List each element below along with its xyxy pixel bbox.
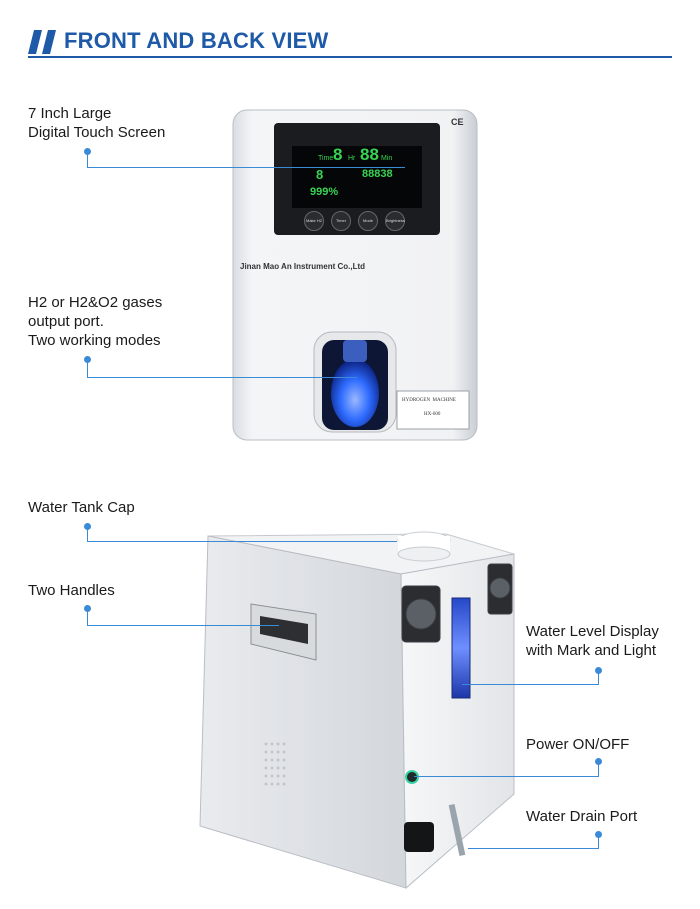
callout-tank-cap: Water Tank Cap [28, 499, 135, 516]
leader-line [598, 670, 599, 684]
leader-line [598, 761, 599, 776]
display-row2-right: 88838 [362, 168, 393, 180]
back-machine-image [199, 531, 515, 890]
display-hr-label: Hr [348, 155, 356, 162]
front-machine-image [232, 109, 478, 441]
display-button-brightness[interactable]: Brightness [385, 211, 405, 231]
header-slash-icon [28, 30, 56, 54]
leader-line [462, 684, 599, 685]
leader-line [468, 848, 599, 849]
leader-line [87, 359, 88, 377]
display-row3-value: 999% [310, 186, 339, 198]
leader-line [87, 541, 397, 542]
display-hour-value: 8 [333, 145, 343, 164]
callout-output-port: H2 or H2&O2 gases output port. Two worki… [28, 294, 163, 349]
leader-line [87, 151, 88, 167]
display-row2-left: 8 [316, 167, 324, 182]
leader-line [87, 167, 405, 168]
leader-line [414, 776, 599, 777]
leader-line [87, 526, 88, 542]
display-minute-value: 88 [360, 145, 379, 164]
display-button-timer[interactable]: Timer [331, 211, 351, 231]
display-time-label: Time [318, 155, 334, 162]
leader-line [87, 377, 357, 378]
ce-mark: CE [451, 117, 464, 127]
title-underline [28, 56, 672, 58]
callout-handles: Two Handles [28, 582, 115, 599]
leader-line [87, 608, 88, 625]
display-button-make-h2[interactable]: Make H2 [304, 211, 324, 231]
callout-drain: Water Drain Port [526, 808, 638, 825]
callout-water-level: Water Level Display with Mark and Light [526, 623, 659, 659]
callout-power: Power ON/OFF [526, 736, 630, 753]
nameplate-line2: HX-600 [424, 412, 441, 417]
display-button-mode[interactable]: Mode [358, 211, 378, 231]
display-min-label: Min [381, 155, 393, 162]
callout-touch-screen: 7 Inch Large Digital Touch Screen [28, 105, 166, 141]
page-title: FRONT AND BACK VIEW [64, 28, 329, 53]
brand-label: Jinan Mao An Instrument Co.,Ltd [240, 262, 366, 271]
nameplate-line1: HYDROGEN MACHINE [402, 398, 456, 403]
leader-line [87, 625, 279, 626]
leader-line [598, 834, 599, 848]
